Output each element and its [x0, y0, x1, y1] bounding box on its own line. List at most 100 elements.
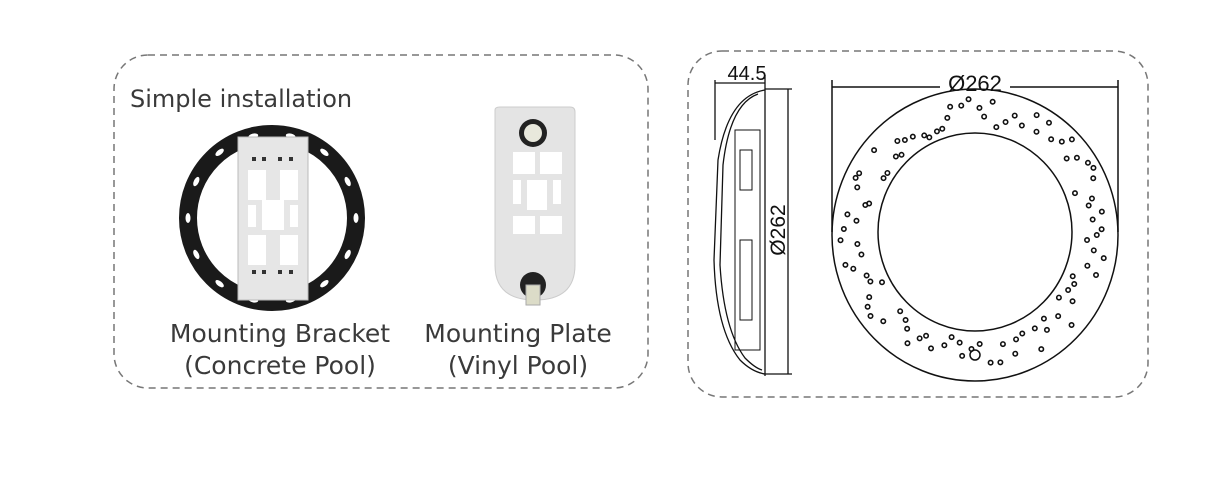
side-profile-drawing: [713, 75, 792, 376]
depth-dimension: 44.5: [728, 63, 767, 85]
led-dot: [1063, 155, 1070, 162]
led-dot: [866, 200, 873, 207]
led-dot: [989, 98, 996, 105]
led-dot: [1090, 247, 1097, 254]
led-dot: [863, 272, 870, 279]
bracket-slot: [215, 279, 224, 288]
installation-title: Simple installation: [130, 85, 352, 113]
plate-label-line1: Mounting Plate: [424, 319, 612, 348]
installation-panel-border: [113, 54, 649, 389]
led-dot: [852, 174, 859, 181]
bracket-slot: [185, 213, 191, 223]
led-dot: [1071, 190, 1078, 197]
led-dot: [1098, 226, 1105, 233]
bracket-slot: [215, 148, 224, 157]
led-dot: [1071, 281, 1078, 288]
bracket-slot: [193, 249, 200, 260]
led-dot: [904, 325, 911, 332]
bracket-slot: [344, 176, 351, 187]
bracket-slot: [320, 148, 329, 157]
led-dot: [948, 334, 955, 341]
led-dot: [909, 133, 916, 140]
led-dot: [921, 132, 928, 139]
led-dot: [959, 352, 966, 359]
bracket-slot: [344, 249, 351, 260]
led-dot: [880, 175, 887, 182]
front-view-drawing: [831, 80, 1119, 382]
mounting-bracket-image: [179, 125, 365, 311]
led-dot: [944, 114, 951, 121]
led-dot: [867, 278, 874, 285]
led-dot: [1018, 122, 1025, 129]
led-dot: [884, 169, 891, 176]
led-dot: [923, 332, 930, 339]
led-dot: [1065, 287, 1072, 294]
bracket-label-line2: (Concrete Pool): [184, 351, 376, 380]
led-dot: [987, 359, 994, 366]
led-dot: [1040, 315, 1047, 322]
led-dot: [947, 103, 954, 110]
led-dot: [894, 137, 901, 144]
led-dot: [837, 237, 844, 244]
led-dot: [1019, 330, 1026, 337]
led-dot: [880, 318, 887, 325]
led-dot: [879, 279, 886, 286]
led-dot: [1088, 195, 1095, 202]
led-dot: [956, 339, 963, 346]
front-diameter-dimension: Ø262: [948, 71, 1002, 96]
led-dot: [1084, 159, 1091, 166]
led-dot: [1068, 322, 1075, 329]
led-dot: [1093, 231, 1100, 238]
led-dot: [867, 312, 874, 319]
led-dot: [1011, 112, 1018, 119]
led-dot: [902, 317, 909, 324]
led-dot: [1045, 119, 1052, 126]
led-dot: [854, 240, 861, 247]
side-diameter-dimension: Ø262: [767, 204, 790, 255]
bracket-slot: [193, 176, 200, 187]
led-dot: [1033, 128, 1040, 135]
led-dot: [1048, 136, 1055, 143]
led-dot: [854, 184, 861, 191]
led-dot: [1084, 262, 1091, 269]
led-dot: [916, 335, 923, 342]
led-dot: [928, 345, 935, 352]
led-dot: [892, 153, 899, 160]
bracket-slot: [353, 213, 359, 223]
led-dot: [1013, 336, 1020, 343]
led-dot: [856, 170, 863, 177]
led-dot: [941, 342, 948, 349]
led-dot: [1100, 255, 1107, 262]
led-dot: [1002, 119, 1009, 126]
led-dot: [1031, 325, 1038, 332]
led-dot: [939, 125, 946, 132]
led-dot: [1055, 294, 1062, 301]
led-dot: [976, 104, 983, 111]
led-dot: [840, 226, 847, 233]
bracket-slot: [320, 279, 329, 288]
led-dot: [993, 124, 1000, 131]
bracket-label-line1: Mounting Bracket: [170, 319, 390, 348]
led-dot: [1073, 154, 1080, 161]
led-dot: [976, 340, 983, 347]
led-dot: [1098, 208, 1105, 215]
led-dot: [933, 128, 940, 135]
led-dot: [901, 137, 908, 144]
led-dot: [864, 303, 871, 310]
led-dot: [842, 261, 849, 268]
led-dot: [1038, 346, 1045, 353]
led-dot: [904, 340, 911, 347]
led-dot: [1090, 164, 1097, 171]
led-dot: [1068, 136, 1075, 143]
led-dot: [898, 151, 905, 158]
led-dot: [1089, 216, 1096, 223]
led-dot: [1090, 175, 1097, 182]
led-dot: [958, 102, 965, 109]
led-dot: [965, 96, 972, 103]
led-dot: [1033, 112, 1040, 119]
mounting-plate-image: [494, 106, 576, 306]
led-dot: [1085, 202, 1092, 209]
led-dot: [1069, 298, 1076, 305]
plate-label-line2: (Vinyl Pool): [448, 351, 588, 380]
